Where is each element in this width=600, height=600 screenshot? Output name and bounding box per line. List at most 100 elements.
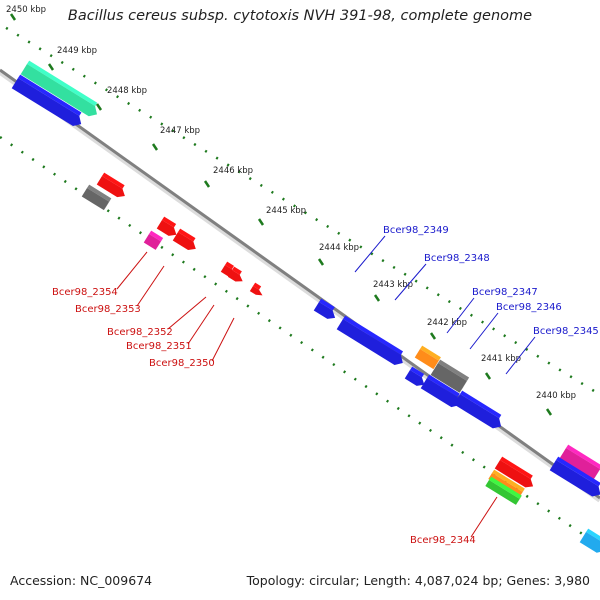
feature-top-face: [87, 184, 112, 202]
gene-feature-gray: [81, 184, 112, 211]
feature-top-face: [319, 298, 335, 311]
gene-feature-red: [172, 228, 196, 250]
feature-front-face: [430, 363, 467, 393]
feature-top-face: [460, 390, 502, 419]
kbp-major-tick: [373, 294, 381, 302]
feature-top-face: [427, 374, 460, 397]
kbp-tick-label: 2441 kbp: [481, 354, 521, 364]
feature-front-face: [96, 176, 125, 198]
gene-feature-mint: [20, 60, 98, 117]
kbp-tick-label: 2449 kbp: [57, 46, 97, 56]
gene-label-top: Bcer98_2345: [533, 326, 599, 337]
gene-label-top: Bcer98_2349: [383, 225, 449, 236]
feature-side-face: [103, 198, 112, 211]
feature-side-face: [592, 469, 600, 481]
kbp-tick-label: 2443 kbp: [373, 280, 413, 290]
gene-feature-magenta: [558, 444, 600, 481]
feature-front-face: [453, 394, 502, 429]
feature-front-face: [81, 188, 110, 211]
feature-front-face: [420, 378, 460, 408]
gene-feature-orange: [414, 345, 441, 370]
kbp-tick-label: 2444 kbp: [319, 243, 359, 253]
gene-feature-red: [494, 456, 534, 488]
feature-top-face: [102, 172, 125, 189]
gene-label-leader: [211, 317, 235, 362]
accession-text: Accession: NC_009674: [10, 573, 153, 588]
gene-label-leader: [505, 336, 536, 375]
feature-front-face: [249, 286, 263, 296]
gene-feature-green: [485, 476, 522, 505]
gene-feature-red: [96, 172, 125, 198]
feature-top-face: [18, 74, 82, 116]
kbp-major-tick: [95, 103, 103, 111]
feature-side-face: [155, 238, 164, 250]
feature-top-face: [420, 345, 441, 361]
feature-front-face: [549, 460, 600, 497]
map-title: Bacillus cereus subsp. cytotoxis NVH 391…: [67, 8, 533, 24]
gene-feature-blue: [404, 366, 425, 386]
kbp-major-tick: [203, 180, 211, 188]
gene-label-bottom: Bcer98_2354: [52, 287, 118, 298]
kbp-major-tick: [317, 258, 325, 266]
backbone-line: [0, 68, 600, 500]
gene-label-leader: [470, 496, 498, 538]
gene-label-bottom: Bcer98_2344: [410, 535, 476, 546]
gene-feature-red: [249, 282, 263, 296]
gene-label-bottom: Bcer98_2351: [126, 341, 192, 352]
feature-front-face: [404, 370, 425, 386]
gene-label-leader: [354, 235, 386, 273]
feature-front-face: [313, 302, 336, 319]
gene-label-top: Bcer98_2347: [472, 287, 538, 298]
kbp-major-tick: [429, 332, 437, 340]
feature-side-face: [459, 377, 470, 393]
feature-top-face: [27, 60, 98, 107]
feature-top-face: [489, 476, 522, 499]
feature-front-face: [414, 349, 439, 370]
gene-label-leader: [136, 265, 165, 307]
gene-feature-blue: [313, 298, 336, 319]
gene-feature-cyan: [579, 528, 600, 553]
feature-top-face: [410, 366, 425, 378]
gene-feature-magenta: [143, 230, 164, 250]
gene-feature-gray: [430, 359, 470, 393]
feature-top-face: [178, 228, 196, 242]
gene-feature-red: [227, 266, 243, 282]
kbp-tick-label: 2448 kbp: [107, 86, 147, 96]
gene-label-bottom: Bcer98_2352: [107, 327, 173, 338]
gene-feature-blue: [336, 315, 404, 365]
gene-label-top: Bcer98_2346: [496, 302, 562, 313]
feature-top-face: [566, 444, 600, 470]
kbp-major-tick: [151, 143, 159, 151]
kbp-major-tick: [9, 13, 17, 21]
backbone-shadow: [0, 69, 600, 503]
feature-top-face: [492, 469, 525, 492]
feature-top-face: [500, 456, 533, 479]
feature-front-face: [172, 232, 196, 250]
gene-feature-blue: [420, 374, 460, 408]
feature-front-face: [20, 64, 98, 117]
feature-top-face: [149, 230, 164, 242]
gene-feature-blue: [453, 390, 502, 429]
feature-top-face: [343, 315, 404, 355]
feature-front-face: [11, 78, 82, 127]
kbp-tick-label: 2447 kbp: [160, 126, 200, 136]
upper-ruler-dots: [0, 22, 600, 397]
gene-label-leader: [167, 296, 207, 330]
feature-front-face: [227, 270, 243, 282]
feature-top-face: [162, 216, 177, 228]
feature-top-face: [232, 266, 242, 275]
kbp-major-tick: [47, 63, 55, 71]
feature-top-face: [225, 261, 235, 270]
gene-label-leader: [187, 304, 215, 345]
feature-front-face: [558, 448, 600, 481]
feature-front-face: [336, 319, 403, 365]
gene-label-bottom: Bcer98_2350: [149, 358, 215, 369]
kbp-major-tick: [545, 408, 553, 416]
feature-front-face: [143, 234, 161, 250]
feature-top-face: [556, 456, 600, 487]
gene-label-top: Bcer98_2348: [424, 253, 490, 264]
feature-top-face: [438, 359, 470, 381]
kbp-major-tick: [257, 218, 265, 226]
